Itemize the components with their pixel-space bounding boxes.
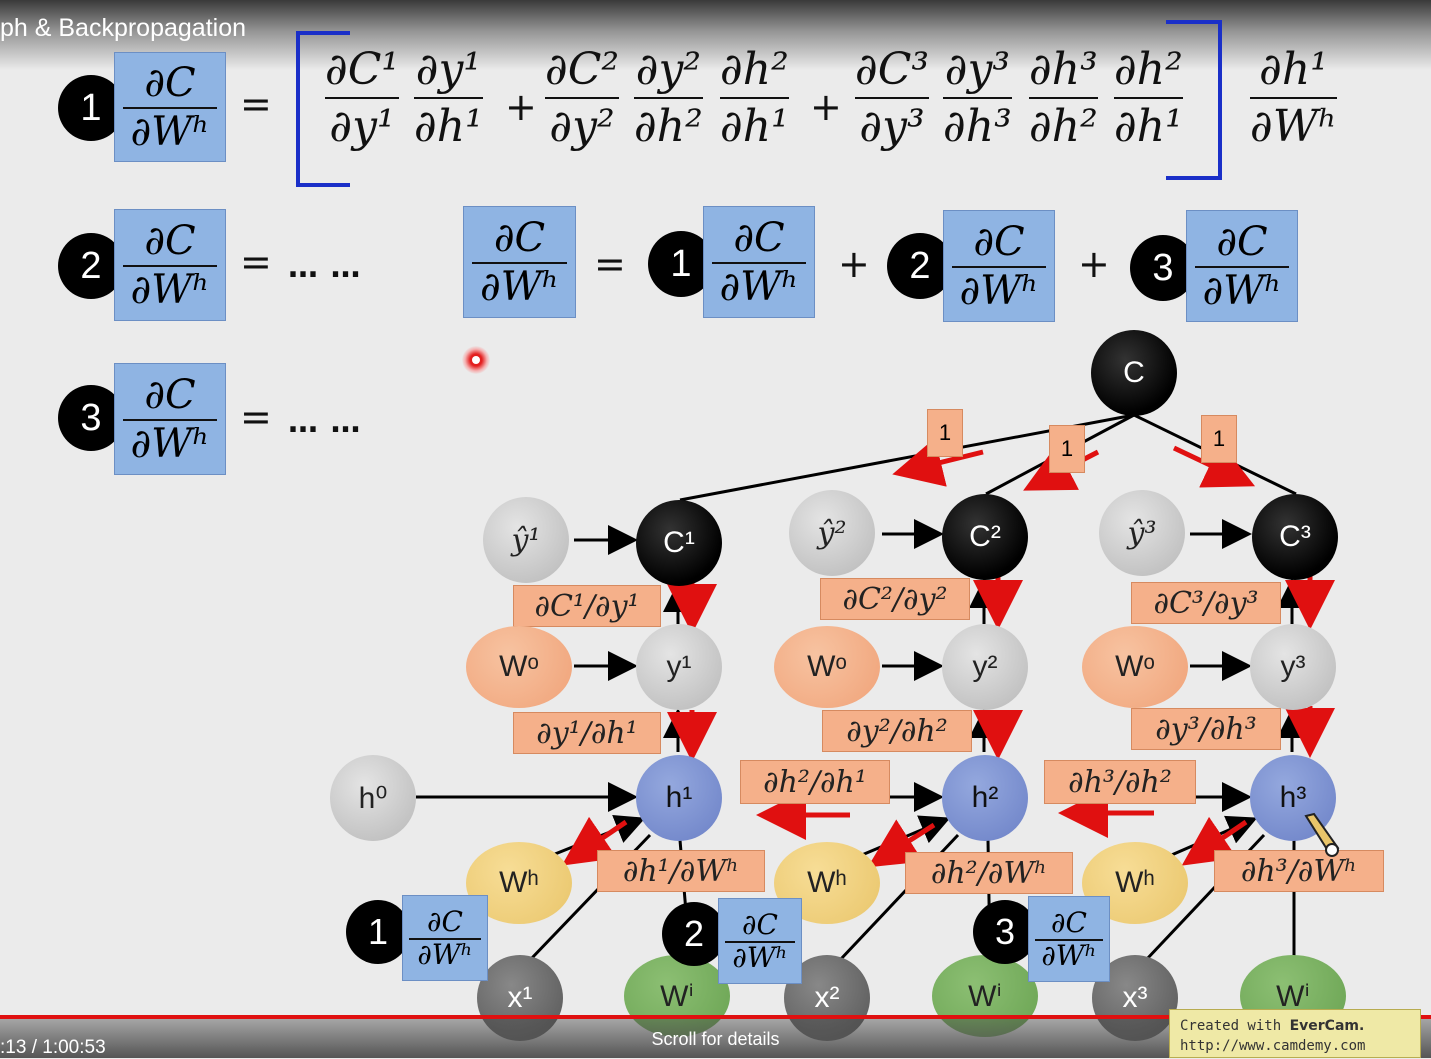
row-1-equals: = [240,82,272,126]
scroll-for-details[interactable]: Scroll for details [651,1029,780,1049]
label-dy3-dh3: ∂y³/∂h³ [1131,708,1281,750]
grad-one-1: 1 [927,409,963,457]
graph-dcdwh-2: ∂C∂Wʰ [718,898,802,984]
node-h-2: h² [942,755,1028,841]
row-1-badge: 1 [58,75,124,141]
node-c-1: C¹ [636,500,722,586]
video-title[interactable]: ph & Backpropagation [0,14,247,42]
eq-frac-dc3-dy3: ∂C³∂y³ [855,44,930,152]
row-2-ellipsis: … … [288,250,362,285]
node-y-3: y³ [1250,624,1336,710]
node-y-1: y¹ [636,624,722,710]
eq-frac-dh1-dwh: ∂h¹∂Wʰ [1250,44,1338,152]
eq-frac-dh3-dh2: ∂h³∂h² [1029,44,1098,152]
row-3-ellipsis: … … [288,405,362,440]
node-h-0: h⁰ [330,755,416,841]
graph-dcdwh-1: ∂C∂Wʰ [402,895,488,981]
node-yhat-1: ŷ¹ [483,497,569,583]
video-time: :13 / 1:00:53 [0,1037,106,1058]
row-2-equals: = [240,240,272,284]
sum-term-2-box: ∂C∂Wʰ [943,210,1055,322]
eq-frac-dy2-dh2: ∂y²∂h² [634,44,703,152]
row-3-equals: = [240,395,272,439]
label-dy2-dh2: ∂y²/∂h² [822,710,972,752]
grad-one-3: 1 [1201,415,1237,463]
eq-frac-dc2-dy2: ∂C²∂y² [545,44,620,152]
sum-lhs-box: ∂C∂Wʰ [463,206,576,318]
label-dh2-dwh: ∂h²/∂Wʰ [905,852,1073,894]
eq-frac-dc1-dy1: ∂C¹∂y¹ [325,44,400,152]
label-dh3-dwh: ∂h³/∂Wʰ [1214,850,1384,892]
grad-one-2: 1 [1049,425,1085,473]
node-cost: C [1091,330,1177,416]
sum-badge-3: 3 [1130,235,1196,301]
eq-frac-dh2-dh1-b: ∂h²∂h¹ [1114,44,1183,152]
row-3-dcdwh-box: ∂C∂Wʰ [114,363,226,475]
laser-pointer [462,346,490,374]
label-dh3-dh2: ∂h³/∂h² [1044,760,1196,804]
eq-plus-2: + [810,85,842,129]
frac-den: ∂Wʰ [130,108,210,155]
pen-cursor-icon [1304,812,1340,857]
label-dc3-dy3: ∂C³/∂y³ [1131,582,1281,624]
node-wo-1: Wᵒ [466,626,572,708]
eq-frac-dh2-dh1: ∂h²∂h¹ [720,44,789,152]
video-progress-bar[interactable] [0,1015,1431,1019]
node-yhat-3: ŷ³ [1099,490,1185,576]
node-c-3: C³ [1252,494,1338,580]
node-yhat-2: ŷ² [789,490,875,576]
row-3-badge: 3 [58,385,124,451]
graph-badge-3: 3 [973,900,1037,964]
eq-plus-1: + [505,85,537,129]
graph-badge-2: 2 [662,902,726,966]
frac-num: ∂C [144,59,196,106]
label-dy1-dh1: ∂y¹/∂h¹ [513,712,661,754]
sum-term-1-box: ∂C∂Wʰ [703,206,815,318]
sum-plus-1: + [838,242,870,286]
eq-frac-dy1-dh1: ∂y¹∂h¹ [414,44,483,152]
graph-badge-1: 1 [346,900,410,964]
label-dc2-dy2: ∂C²/∂y² [820,578,970,620]
label-dh2-dh1: ∂h²/∂h¹ [740,760,890,804]
eq-frac-dy3-dh3: ∂y³∂h³ [943,44,1012,152]
row-2-badge: 2 [58,233,124,299]
sum-badge-2: 2 [887,233,953,299]
node-h-1: h¹ [636,755,722,841]
evercam-watermark: Created with EverCam. http://www.camdemy… [1169,1009,1421,1058]
left-bracket [296,31,350,187]
node-wo-2: Wᵒ [774,626,880,708]
node-wo-3: Wᵒ [1082,626,1188,708]
right-bracket [1166,20,1222,180]
row-2-dcdwh-box: ∂C∂Wʰ [114,209,226,321]
video-title-overlay [0,0,1431,70]
sum-term-3-box: ∂C∂Wʰ [1186,210,1298,322]
label-dh1-dwh: ∂h¹/∂Wʰ [597,850,765,892]
label-dc1-dy1: ∂C¹/∂y¹ [513,585,661,627]
sum-equals: = [594,242,626,286]
node-y-2: y² [942,624,1028,710]
row-1-dcdwh-box: ∂C∂Wʰ [114,52,226,162]
graph-dcdwh-3: ∂C∂Wʰ [1028,896,1110,982]
sum-plus-2: + [1078,242,1110,286]
node-c-2: C² [942,494,1028,580]
